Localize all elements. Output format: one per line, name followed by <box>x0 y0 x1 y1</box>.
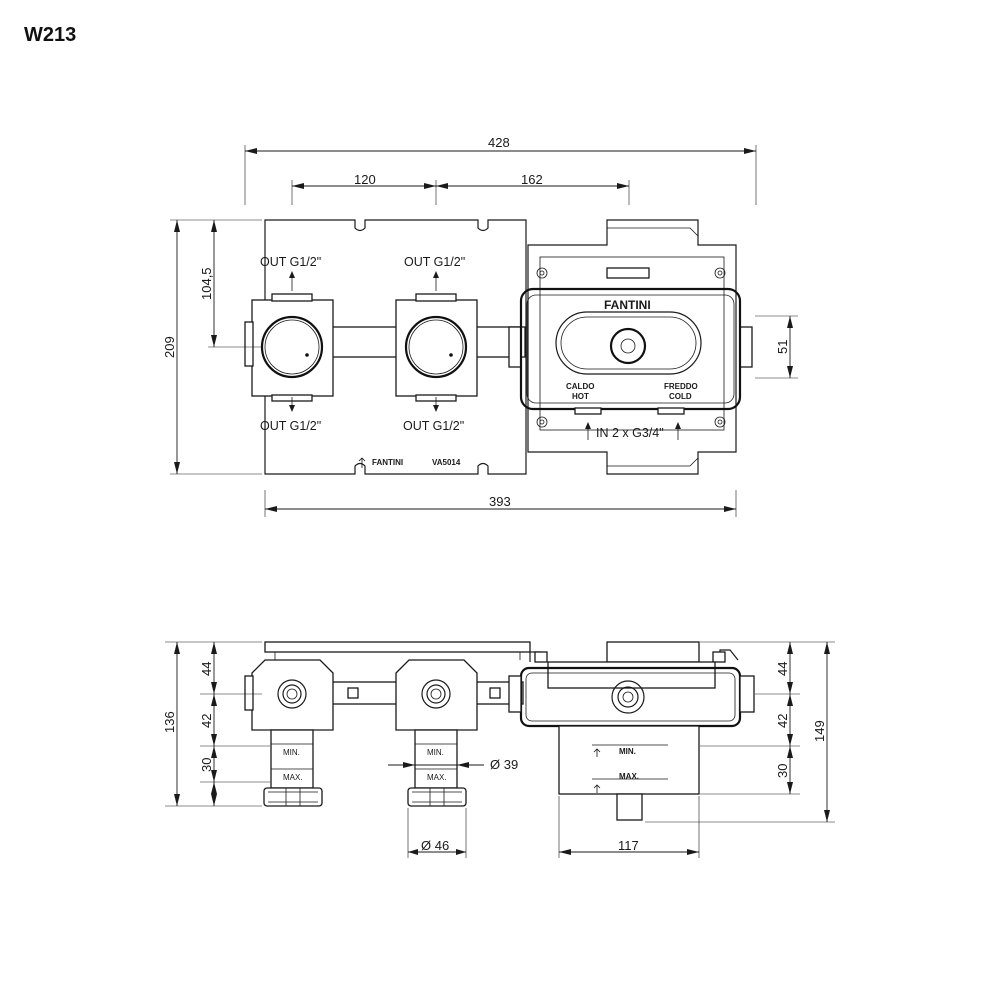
dim-left-stack: 44 42 30 136 <box>162 641 270 807</box>
dim-diameter-39: Ø 39 <box>388 757 518 772</box>
mixer-box: FANTINI CALDO HOT FREDDO COLD <box>508 219 753 475</box>
svg-text:428: 428 <box>488 135 510 150</box>
svg-text:MIN.: MIN. <box>619 747 636 756</box>
side-mounting-plate <box>264 641 531 653</box>
svg-text:120: 120 <box>354 172 376 187</box>
dim-right-stack: 44 42 30 149 <box>645 641 835 823</box>
inlet-label: IN 2 x G3/4" <box>596 426 664 440</box>
valve-body-left <box>244 293 334 402</box>
side-pipe-left <box>329 681 401 705</box>
svg-text:MAX.: MAX. <box>283 773 303 782</box>
valve-body-right <box>395 293 478 402</box>
svg-text:MIN.: MIN. <box>427 748 444 757</box>
svg-text:Ø 39: Ø 39 <box>490 757 518 772</box>
outlet-label-bottom-right: OUT G1/2" <box>403 419 464 433</box>
dim-outlet-offset: 104,5 <box>199 220 262 348</box>
outlet-label-bottom-left: OUT G1/2" <box>260 419 321 433</box>
svg-text:42: 42 <box>775 714 790 728</box>
top-view: FANTINI VA5014 <box>162 135 798 517</box>
svg-text:30: 30 <box>199 758 214 772</box>
svg-text:MAX.: MAX. <box>427 773 447 782</box>
hot-label-en: HOT <box>572 392 589 401</box>
outlet-label-top-right: OUT G1/2" <box>404 255 465 269</box>
svg-text:209: 209 <box>162 336 177 358</box>
connecting-pipe-left <box>329 326 401 358</box>
dim-diameter-46: Ø 46 <box>407 808 467 858</box>
svg-text:30: 30 <box>775 764 790 778</box>
svg-text:44: 44 <box>775 662 790 676</box>
svg-text:162: 162 <box>521 172 543 187</box>
brand-label: FANTINI <box>604 298 651 312</box>
dim-overall-width: 428 <box>244 135 757 205</box>
cold-label-en: COLD <box>669 392 692 401</box>
svg-text:MIN.: MIN. <box>283 748 300 757</box>
svg-text:42: 42 <box>199 714 214 728</box>
hot-label-it: CALDO <box>566 382 594 391</box>
svg-text:117: 117 <box>618 838 639 853</box>
side-valve-left: MIN. MAX. <box>244 659 334 807</box>
dim-base-width: 393 <box>264 490 737 517</box>
dim-box-width: 117 <box>558 796 700 858</box>
plate-code: VA5014 <box>432 458 461 467</box>
side-mixer-box: MIN. MAX. <box>508 641 755 821</box>
left-mounting-plate: FANTINI VA5014 <box>264 219 527 475</box>
outlet-label-top-left: OUT G1/2" <box>260 255 321 269</box>
svg-text:Ø 46: Ø 46 <box>421 838 449 853</box>
svg-text:104,5: 104,5 <box>199 267 214 300</box>
svg-text:51: 51 <box>775 340 790 354</box>
dim-spacing-left: 120 <box>291 172 437 205</box>
svg-text:393: 393 <box>489 494 511 509</box>
svg-text:136: 136 <box>162 711 177 733</box>
model-code: W213 <box>24 24 77 46</box>
dim-height: 209 <box>162 219 262 475</box>
svg-text:44: 44 <box>199 662 214 676</box>
svg-text:149: 149 <box>812 720 827 742</box>
plate-brand: FANTINI <box>372 458 403 467</box>
side-view: MIN. MAX. MIN. MAX. <box>162 641 835 858</box>
dim-inlet-height: 51 <box>755 315 798 379</box>
svg-text:MAX.: MAX. <box>619 772 639 781</box>
side-valve-right: MIN. MAX. <box>395 659 478 807</box>
cold-label-it: FREDDO <box>664 382 698 391</box>
dim-spacing-right: 162 <box>436 172 630 205</box>
